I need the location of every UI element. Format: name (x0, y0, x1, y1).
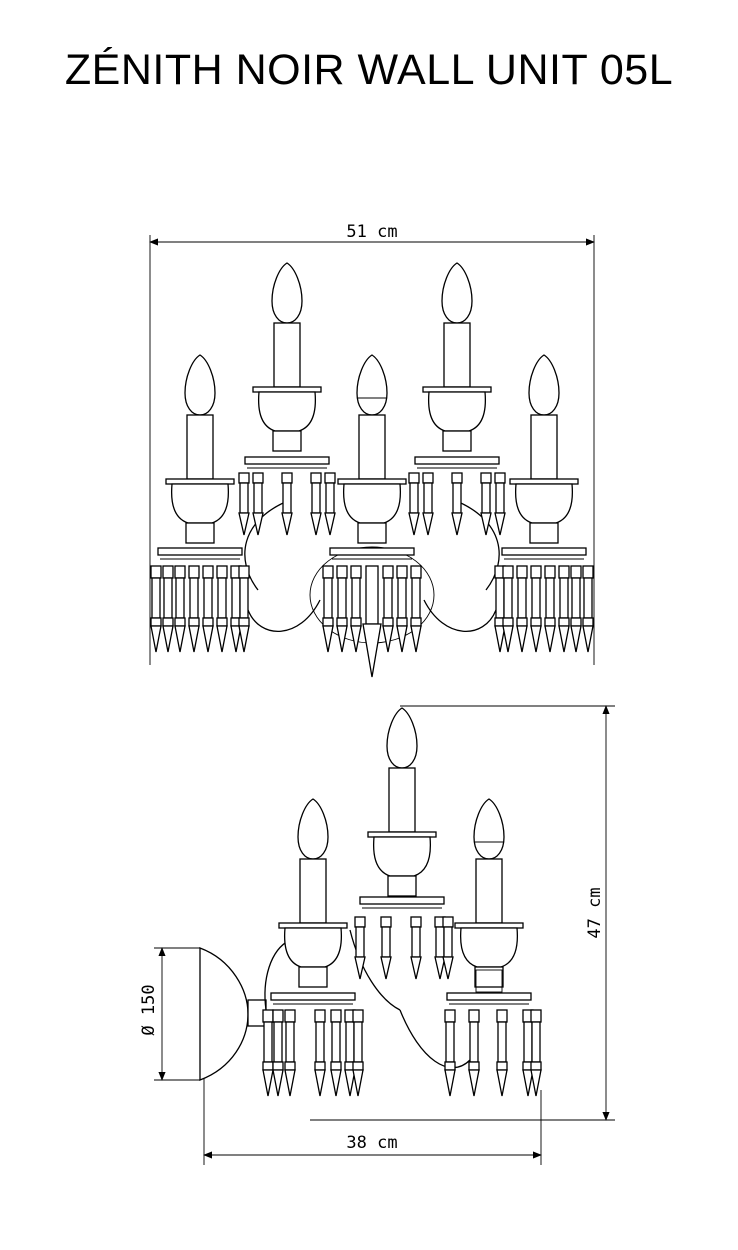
plate-diameter-label: Ø 150 (139, 984, 159, 1035)
side-view (154, 705, 615, 1165)
width-dimension-label: 51 cm (346, 222, 397, 242)
page-title: ZÉNITH NOIR WALL UNIT 05L (64, 46, 674, 94)
depth-dimension-label: 38 cm (346, 1133, 397, 1153)
front-view (149, 235, 595, 678)
height-dimension-label: 47 cm (585, 887, 605, 938)
